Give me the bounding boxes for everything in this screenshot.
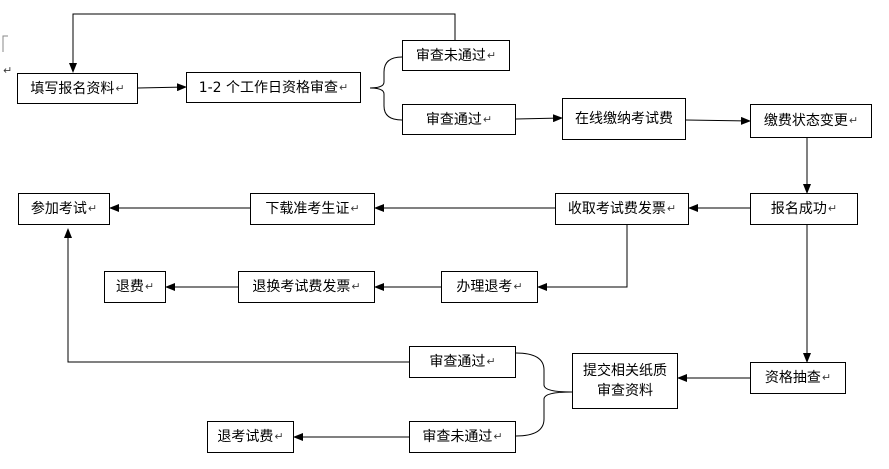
paragraph-mark: ↵ <box>351 280 361 293</box>
node-status-change: 缴费状态变更↵ <box>750 104 872 138</box>
paragraph-mark: ↵ <box>486 355 496 368</box>
node-label: 退考试费 <box>217 429 274 445</box>
node-label: 下载准考生证 <box>265 201 350 217</box>
node-label: 提交相关纸质审查资料 <box>583 363 667 399</box>
paragraph-mark: ↵ <box>3 64 13 77</box>
node-review-fail-top: 审查未通过↵ <box>402 40 510 71</box>
node-label: 1-2 个工作日资格审查 <box>198 79 339 96</box>
paragraph-mark: ↵ <box>666 202 677 215</box>
paragraph-mark: ↵ <box>274 430 284 443</box>
paragraph-mark: ↵ <box>486 48 497 62</box>
loop-back-arrow <box>69 13 456 73</box>
arrow-invoice-to-withdraw <box>537 225 628 291</box>
node-success: 报名成功↵ <box>750 193 858 225</box>
node-label: 办理退考 <box>456 279 513 295</box>
node-label: 填写报名资料 <box>30 80 115 97</box>
node-label: 退换考试费发票 <box>252 279 351 295</box>
paragraph-mark: ↵ <box>513 280 523 293</box>
node-label: 审查未通过 <box>422 429 493 445</box>
top-brace <box>369 56 403 121</box>
paragraph-mark: ↵ <box>821 371 832 384</box>
node-pay-online: 在线缴纳考试费 <box>562 98 686 140</box>
node-label: 收取考试费发票 <box>567 201 666 217</box>
arrow-fill-to-review <box>137 83 187 92</box>
paragraph-mark: ↵ <box>144 280 155 293</box>
paragraph-mark: ↵ <box>482 112 493 126</box>
node-exchange-invoice: 退换考试费发票↵ <box>238 271 375 303</box>
arrow-pass-to-exam <box>64 228 409 363</box>
paragraph-mark: ↵ <box>350 202 360 215</box>
node-exam: 参加考试↵ <box>18 193 110 225</box>
paragraph-mark: ↵ <box>115 81 125 95</box>
node-invoice: 收取考试费发票↵ <box>555 193 689 225</box>
arrow-pay-to-status <box>685 116 751 125</box>
paragraph-mark: ↵ <box>87 202 98 215</box>
node-label: 审查通过 <box>425 111 482 128</box>
paragraph-mark: ↵ <box>339 80 349 94</box>
node-label: 审查通过 <box>429 354 486 370</box>
node-label: 参加考试 <box>30 201 87 217</box>
paragraph-mark: ↵ <box>493 430 503 443</box>
node-label: 退费 <box>115 279 144 295</box>
node-refund: 退费↵ <box>104 271 166 303</box>
bottom-brace <box>515 352 573 437</box>
node-label: 缴费状态变更 <box>763 113 848 129</box>
node-fill-form: 填写报名资料↵ <box>17 73 138 104</box>
node-withdraw: 办理退考↵ <box>441 271 538 303</box>
corner-mark <box>2 35 8 52</box>
node-label: 报名成功 <box>770 201 827 217</box>
node-label: 在线缴纳考试费 <box>575 111 673 127</box>
node-spot-check: 资格抽查↵ <box>750 362 846 394</box>
node-submit-docs: 提交相关纸质审查资料 <box>572 353 678 409</box>
arrow-pass-to-pay <box>515 114 563 123</box>
node-review: 1-2 个工作日资格审查↵ <box>186 72 361 103</box>
paragraph-mark: ↵ <box>848 114 859 127</box>
node-label: 资格抽查 <box>764 370 821 386</box>
node-refund-fee: 退考试费↵ <box>207 421 294 453</box>
node-review-fail-bottom: 审查未通过↵ <box>409 421 516 453</box>
node-download: 下载准考生证↵ <box>250 193 375 225</box>
node-label: 审查未通过 <box>415 47 486 64</box>
paragraph-mark: ↵ <box>827 202 838 215</box>
node-review-pass-top: 审查通过↵ <box>402 104 516 135</box>
node-review-pass-bottom: 审查通过↵ <box>409 346 516 378</box>
